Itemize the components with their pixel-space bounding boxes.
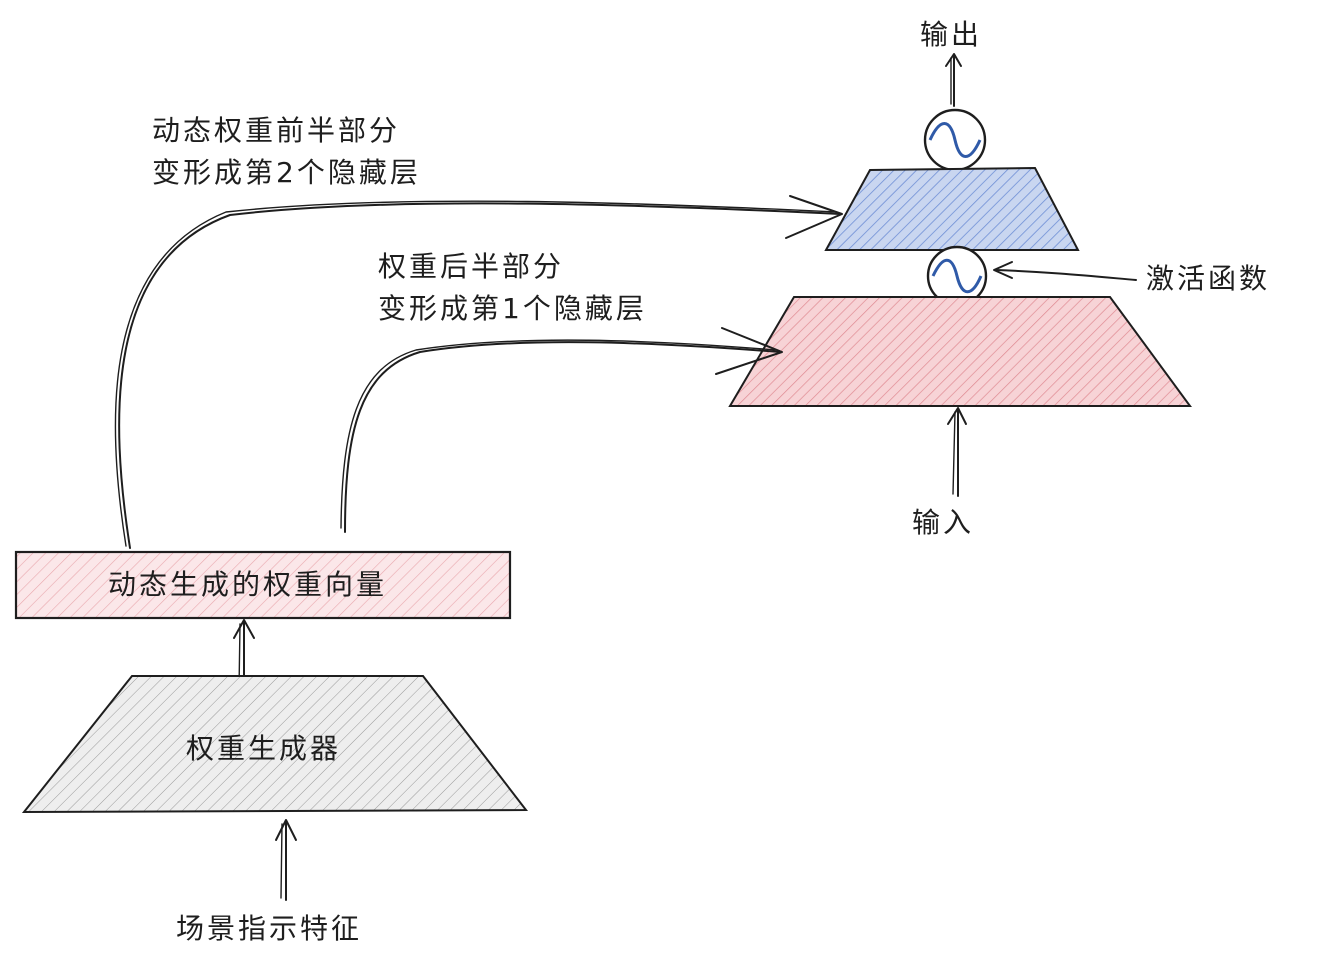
first-half-label: 变形成第2个隐藏层	[152, 156, 421, 189]
second-half-label: 权重后半部分	[378, 250, 564, 283]
hidden-layer-2	[824, 166, 1080, 251]
weight-vector-label: 动态生成的权重向量	[108, 568, 387, 601]
first-half-label: 动态权重前半部分	[152, 114, 400, 147]
weight-generator	[21, 675, 529, 814]
weight-generator-label: 权重生成器	[186, 732, 341, 765]
output-arrow	[945, 53, 962, 107]
first-half-arrow	[114, 195, 843, 549]
weight-vector-box	[14, 550, 512, 620]
scene-feature-arrow	[275, 819, 297, 901]
sine-activation-icon	[926, 245, 988, 307]
sine-activation-icon	[923, 108, 987, 172]
second-half-arrow	[340, 327, 783, 533]
activation-label: 激活函数	[1146, 262, 1270, 295]
scene-feature-label: 场景指示特征	[176, 912, 362, 945]
activation-pointer-arrow	[993, 261, 1137, 281]
second-half-label: 变形成第1个隐藏层	[378, 292, 647, 325]
output-label: 输出	[920, 18, 982, 51]
input-label: 输入	[912, 506, 974, 539]
hidden-layer-1	[728, 296, 1192, 407]
input-arrow	[947, 407, 967, 497]
